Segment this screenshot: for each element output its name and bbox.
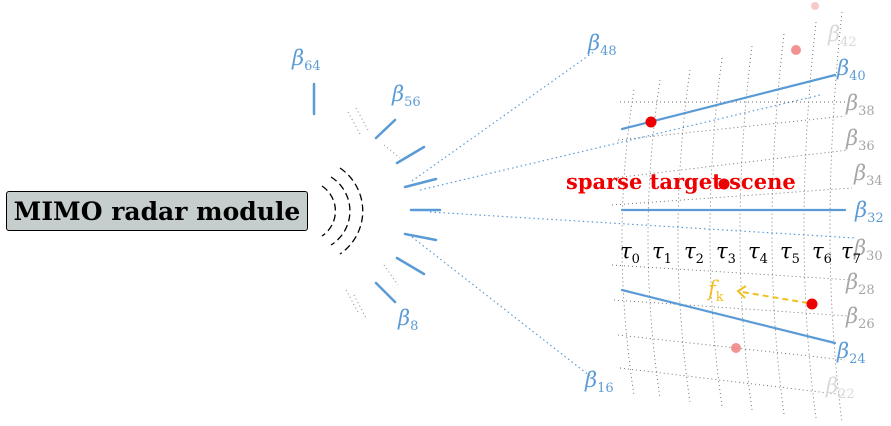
delay-label: τ4 [748, 239, 768, 267]
delay-labels: τ0 τ1 τ2 τ3 τ4 τ5 τ6 τ7 [620, 239, 861, 267]
beam-label: β24 [836, 339, 866, 367]
target-point-faint [811, 2, 819, 10]
beam-label: β8 [397, 306, 418, 334]
antenna-gaps [345, 107, 401, 319]
delay-label: τ1 [652, 239, 672, 267]
beam-label: β22 [825, 374, 855, 402]
beam-label: β30 [853, 236, 883, 264]
beam-label: β28 [845, 270, 875, 298]
beam-line-24 [620, 288, 837, 345]
antenna-segments [312, 82, 442, 304]
wave-arcs [321, 167, 364, 255]
beam-label: β40 [836, 56, 866, 84]
beam-line-40 [620, 73, 837, 131]
delay-label: τ5 [780, 239, 800, 267]
scene-label: sparse target scene [566, 169, 796, 194]
delay-label: τ0 [620, 239, 640, 267]
active-beams [620, 73, 847, 345]
beam-label: β38 [845, 91, 875, 119]
target-point-faint [791, 45, 801, 55]
target-point-faint [731, 343, 741, 353]
beam-label: β42 [827, 22, 857, 50]
target-point [645, 116, 657, 128]
module-label: MIMO radar module [13, 196, 301, 226]
delay-label: τ7 [841, 239, 861, 267]
target-point [718, 178, 730, 190]
beam-label: β16 [584, 368, 614, 396]
beam-label: β36 [845, 126, 875, 154]
polar-grid [611, 11, 853, 423]
delay-label: τ6 [812, 239, 832, 267]
target-point [806, 298, 818, 310]
beam-label: β48 [587, 31, 617, 59]
beam-label: β26 [845, 304, 875, 332]
beam-label: β34 [853, 161, 883, 189]
beam-label: β56 [391, 82, 421, 110]
beam-label: β32 [854, 198, 884, 226]
beam-rays [411, 50, 856, 377]
frequency-label: fk [706, 277, 724, 305]
targets [645, 2, 819, 353]
delay-label: τ2 [684, 239, 704, 267]
delay-label: τ3 [716, 239, 736, 267]
beam-label: β64 [291, 46, 321, 74]
beam-labels: β8 β16 β22 β24 β26 β28 β30 β32 β34 β36 β… [291, 22, 884, 402]
mimo-radar-module: MIMO radar module [6, 191, 308, 231]
frequency-arrow [736, 285, 809, 304]
